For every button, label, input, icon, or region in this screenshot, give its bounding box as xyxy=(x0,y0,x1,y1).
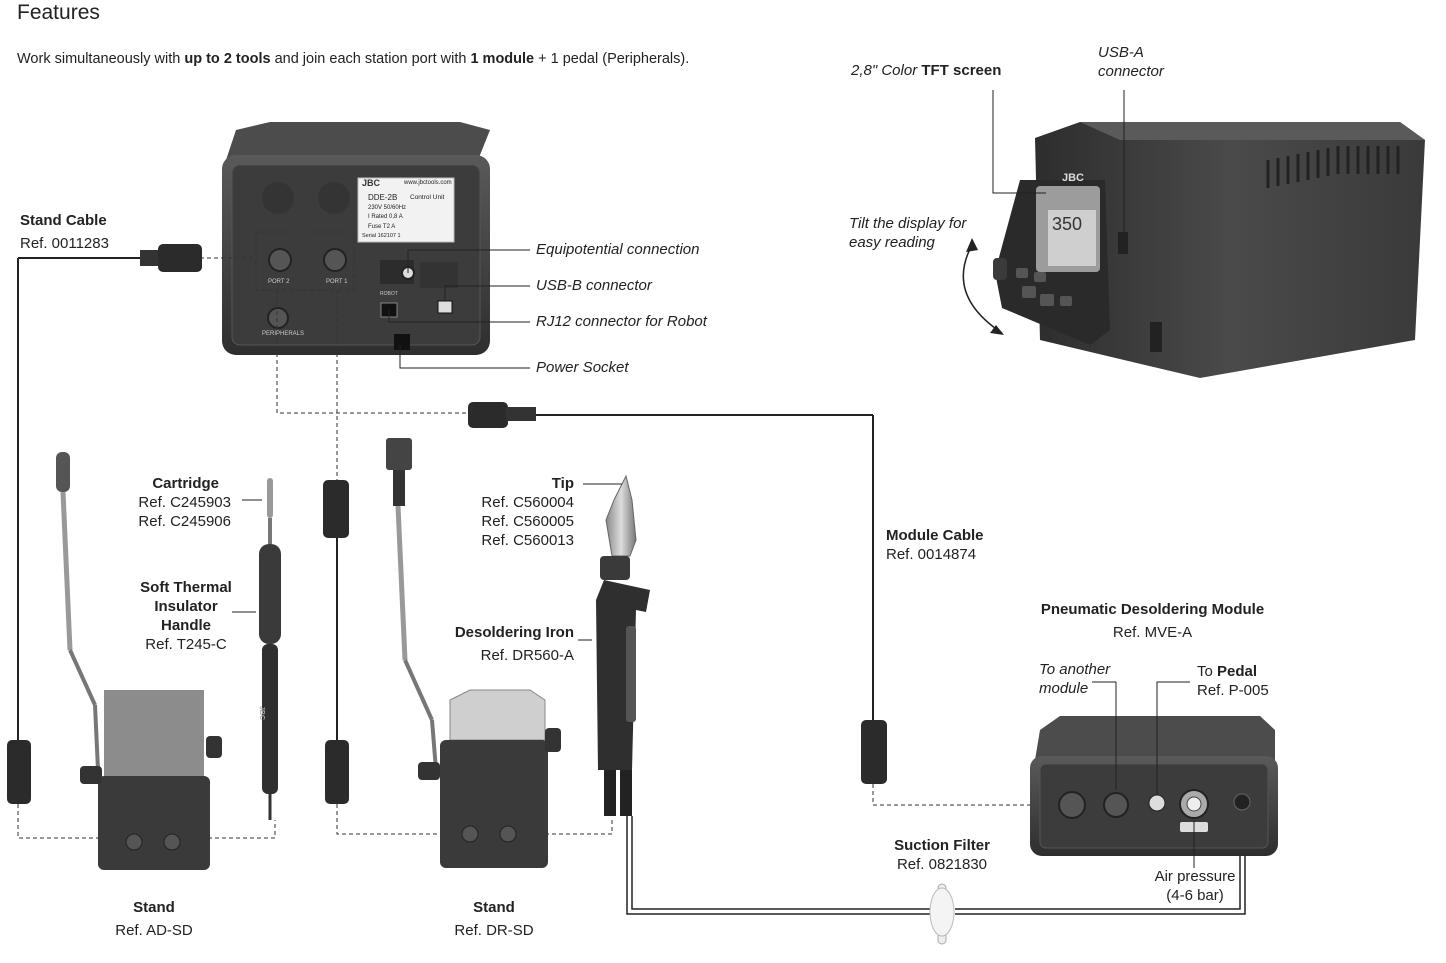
pedal-port xyxy=(1148,794,1166,812)
handle-line2: Insulator xyxy=(154,598,218,615)
module-cable-ref: Ref. 0014874 xyxy=(886,546,977,563)
plate-kind: Control Unit xyxy=(410,194,445,201)
robot-label: ROBOT xyxy=(380,291,398,297)
desoldering-iron-name: Desoldering Iron xyxy=(454,624,574,641)
stand-dr-name: Stand xyxy=(473,899,515,916)
stand-dr-ref: Ref. DR-SD xyxy=(454,922,534,939)
stand-cable-name: Stand Cable xyxy=(20,212,107,229)
tilt-label-line2: easy reading xyxy=(849,234,935,251)
pneumatic-module xyxy=(1030,716,1278,856)
desoldering-iron-ref: Ref. DR560-A xyxy=(480,647,574,664)
peripherals-label: PERIPHERALS xyxy=(262,331,305,337)
screen-temperature: 350 xyxy=(1052,214,1083,234)
peripherals-connector xyxy=(267,307,289,329)
intro-part: Work simultaneously with xyxy=(17,51,185,67)
tip-ref3: Ref. C560013 xyxy=(481,532,574,549)
suction-filter-shape xyxy=(929,883,955,945)
port2-label: PORT 2 xyxy=(268,279,290,285)
tip-ref1: Ref. C560004 xyxy=(481,494,574,511)
tip-name: Tip xyxy=(551,475,574,492)
usb-a-port xyxy=(1118,232,1128,254)
air-pressure-line2: (4-6 bar) xyxy=(1166,887,1224,904)
intro-text: Work simultaneously with up to 2 tools a… xyxy=(17,50,689,69)
module-port-in xyxy=(1058,791,1086,819)
module-port-out xyxy=(1103,792,1129,818)
pedal-label: To Pedal xyxy=(1197,662,1257,681)
usb-a-label-line2: connector xyxy=(1098,63,1164,80)
stand-cable-ref: Ref. 0011283 xyxy=(20,235,109,252)
cartridge-ref2: Ref. C245906 xyxy=(138,513,231,530)
module-ref: Ref. MVE-A xyxy=(1112,624,1193,641)
plate-rated: I Rated 0,8 A xyxy=(368,214,403,220)
tft-screen-label-italic: 2,8" Color xyxy=(851,62,922,79)
usb-b-callout: USB-B connector xyxy=(536,277,652,294)
intro-bold-module: 1 module xyxy=(470,51,535,67)
plate-model: DDE-2B xyxy=(368,193,398,202)
equipotential-callout: Equipotential connection xyxy=(536,241,700,258)
usb-a-label-line1: USB-A xyxy=(1098,44,1144,61)
suction-filter-ref: Ref. 0821830 xyxy=(896,856,988,873)
port2-connector xyxy=(268,248,292,272)
plate-website: www.jbctools.com xyxy=(404,180,452,186)
tft-screen-label-bold: TFT screen xyxy=(921,62,1002,79)
intro-part: + 1 pedal (Peripherals). xyxy=(534,51,690,67)
module-cable xyxy=(468,402,887,784)
stand-ad-sd xyxy=(56,452,222,870)
port1-label: PORT 1 xyxy=(326,279,348,285)
power-socket xyxy=(394,334,410,350)
control-unit xyxy=(222,122,490,355)
module-name: Pneumatic Desoldering Module xyxy=(1040,601,1265,618)
plate-serial: Serial 162107 1 xyxy=(362,233,401,239)
handle-print: JBC xyxy=(258,706,265,721)
module-cable-name: Module Cable xyxy=(886,527,984,544)
suction-outlet xyxy=(1233,793,1251,811)
air-pressure-line1: Air pressure xyxy=(1154,868,1236,885)
power-socket-callout: Power Socket xyxy=(536,359,629,376)
rating-plate xyxy=(357,177,455,243)
handle-line3: Handle xyxy=(160,617,211,634)
cartridge-ref1: Ref. C245903 xyxy=(138,494,231,511)
handle-line1: Soft Thermal xyxy=(140,579,232,596)
suction-filter-name: Suction Filter xyxy=(894,837,990,854)
pedal-label-bold: Pedal xyxy=(1217,663,1258,680)
rj12-callout: RJ12 connector for Robot xyxy=(536,313,707,330)
intro-part: and join each station port with xyxy=(270,51,471,67)
page-title: Features xyxy=(17,1,100,24)
station-photo xyxy=(962,122,1425,378)
desoldering-iron xyxy=(596,474,650,816)
stand-ad-name: Stand xyxy=(133,899,175,916)
plate-brand: JBC xyxy=(362,178,381,188)
plate-voltage: 230V 50/60Hz xyxy=(368,205,407,211)
pedal-ref: Ref. P-005 xyxy=(1197,682,1269,699)
stand-dr-sd xyxy=(386,438,561,868)
pedal-label-to: To xyxy=(1197,663,1218,680)
tip-ref2: Ref. C560005 xyxy=(481,513,574,530)
soldering-handle xyxy=(259,478,281,820)
tft-screen-label: 2,8" Color TFT screen xyxy=(851,61,1001,80)
stand-cable xyxy=(7,244,202,804)
port1-connector xyxy=(323,248,347,272)
intro-bold-tools: up to 2 tools xyxy=(184,51,271,67)
cartridge-name: Cartridge xyxy=(152,475,219,492)
screen-brand: JBC xyxy=(1062,172,1085,184)
another-module-line2: module xyxy=(1039,680,1089,697)
usb-b-port xyxy=(437,300,453,314)
plate-fuse: Fuse T2 A xyxy=(368,224,396,230)
tilt-label-line1: Tilt the display for xyxy=(849,215,967,232)
another-module-line1: To another xyxy=(1039,661,1111,678)
handle-ref: Ref. T245-C xyxy=(145,636,227,653)
stand-ad-ref: Ref. AD-SD xyxy=(115,922,193,939)
